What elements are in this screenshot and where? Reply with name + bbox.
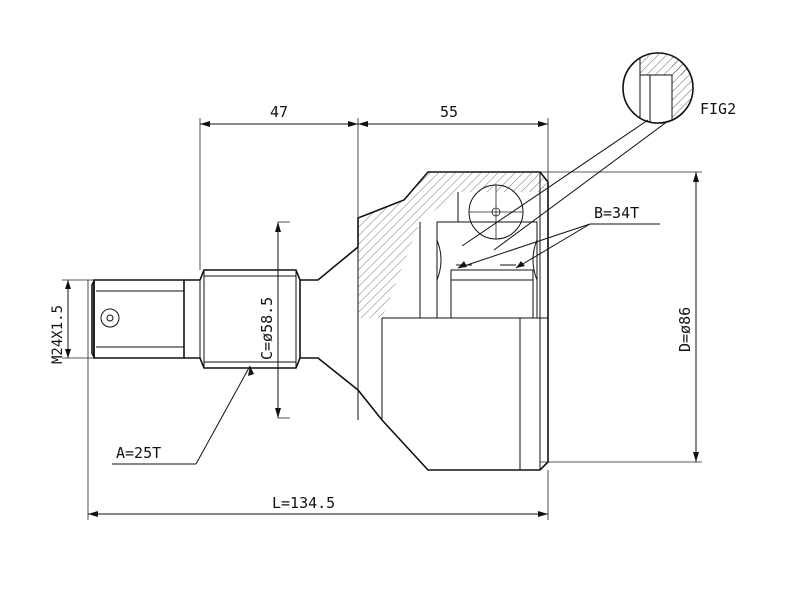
dimension-lines [62,121,699,517]
outer-spline-label: A=25T [116,444,161,462]
threaded-stub [91,279,185,359]
inner-spline-label: B=34T [594,204,639,222]
overall-length-label: L=134.5 [272,494,335,512]
outer-diameter-label: D=ø86 [676,307,694,352]
shaft-diameter-label: C=ø58.5 [258,297,276,360]
dim-55-label: 55 [440,103,458,121]
thread-label: M24X1.5 [50,305,66,364]
fig2-label: FIG2 [700,100,736,118]
leader-lines [112,119,669,465]
dim-47-label: 47 [270,103,288,121]
reference-lines [87,118,702,520]
bell-housing [300,171,549,471]
fig2-detail [622,52,694,124]
spline-shaft [184,269,301,369]
center-hole-icon [100,308,120,328]
